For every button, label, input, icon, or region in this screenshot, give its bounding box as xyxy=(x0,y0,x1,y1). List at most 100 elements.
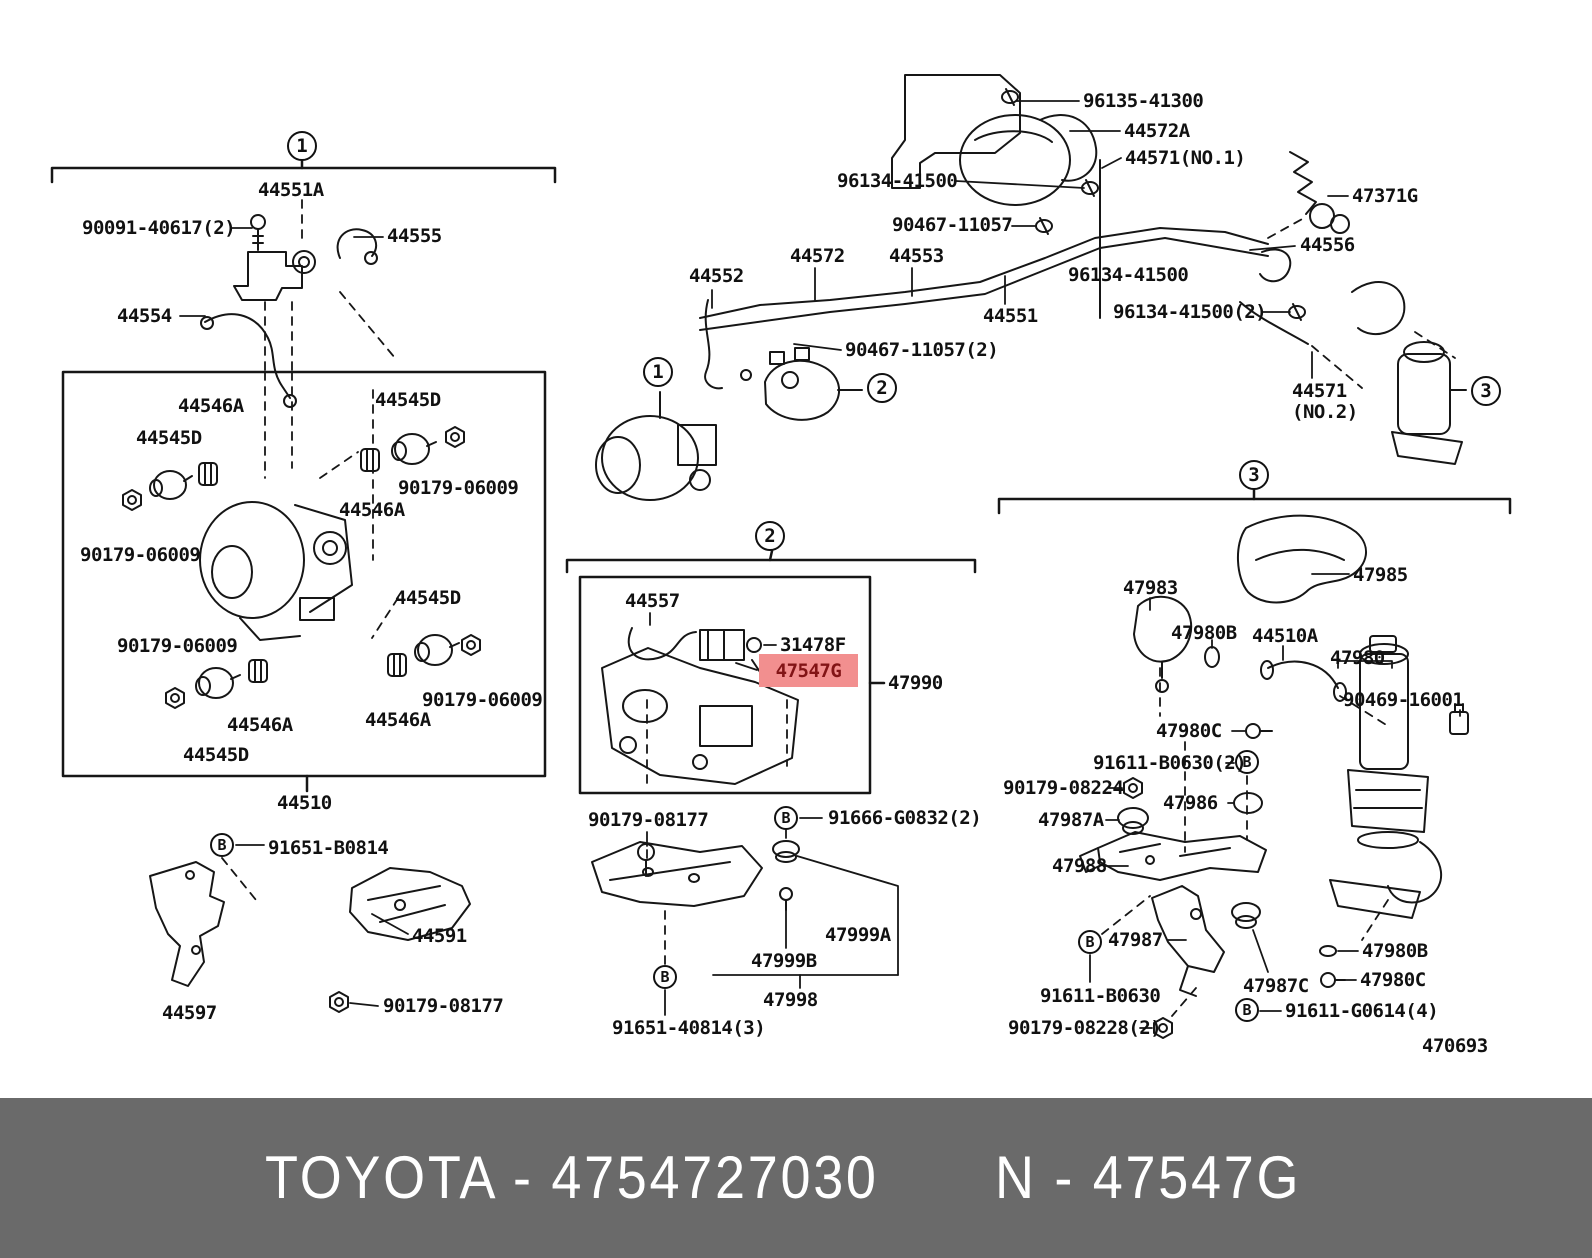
diagram-id: 470693 xyxy=(1422,1035,1488,1057)
master-cylinder-sketch xyxy=(891,74,1306,321)
part-label-90469-16001: 90469-16001 xyxy=(1343,689,1464,711)
part-label-91611-b0630: 91611-B0630 xyxy=(1040,985,1161,1007)
part-label-90179-06009-3: 90179-06009 xyxy=(117,635,238,657)
brake-lines-sketch xyxy=(699,114,1406,345)
part-label-31478f: 31478F xyxy=(780,634,846,656)
part-label-44545d-3: 44545D xyxy=(395,587,461,609)
part-label-90179-08177-1: 90179-08177 xyxy=(383,995,504,1017)
part-label-47371g: 47371G xyxy=(1352,185,1418,207)
actuator-47990-sketch xyxy=(601,627,799,785)
part-label-44546a-4: 44546A xyxy=(365,709,431,731)
part-label-91611-b0630-2: 91611-B0630(2) xyxy=(1093,752,1247,774)
part-label-47987c: 47987C xyxy=(1243,975,1309,997)
part-label-90179-06009-1: 90179-06009 xyxy=(398,477,519,499)
bracket-44597-sketch xyxy=(149,861,225,987)
part-label-47985: 47985 xyxy=(1353,564,1408,586)
ribbed-cylinder-icons xyxy=(198,448,407,683)
abs-pump-sketch xyxy=(199,501,353,641)
bracket-44591-sketch xyxy=(349,867,471,941)
b-marker-icon: B xyxy=(774,806,798,830)
part-label-91651-b0814: 91651-B0814 xyxy=(268,837,389,859)
proportioning-valve-47371g-sketch xyxy=(1289,151,1350,234)
part-label-44545d-4: 44545D xyxy=(183,744,249,766)
callout-2-valve-icon: 2 xyxy=(867,373,897,403)
part-label-47988: 47988 xyxy=(1052,855,1107,877)
part-label-44545d-1: 44545D xyxy=(136,427,202,449)
part-label-91666-g0832: 91666-G0832(2) xyxy=(828,807,982,829)
part-label-44571-no1: 44571(NO.1) xyxy=(1125,147,1246,169)
part-label-44553: 44553 xyxy=(889,245,944,267)
pump-3-sketch xyxy=(1391,341,1467,465)
highlighted-part-label-47547g: 47547G xyxy=(759,654,858,687)
part-label-47980c-2: 47980C xyxy=(1360,969,1426,991)
valve-2-sketch xyxy=(764,347,863,421)
part-label-44551: 44551 xyxy=(983,305,1038,327)
footer-banner: TOYOTA - 4754727030 N - 47547G xyxy=(0,1098,1592,1258)
part-label-44545d-2: 44545D xyxy=(375,389,441,411)
part-label-44510a: 44510A xyxy=(1252,625,1318,647)
part-label-44555: 44555 xyxy=(387,225,442,247)
part-label-91611-g0614: 91611-G0614(4) xyxy=(1285,1000,1439,1022)
part-label-47999a: 47999A xyxy=(825,924,891,946)
b-marker-icon: B xyxy=(1078,930,1102,954)
banner-part-number: TOYOTA - 4754727030 xyxy=(265,1144,879,1211)
part-label-44554: 44554 xyxy=(117,305,172,327)
callout-3-bracket-icon: 3 xyxy=(1239,460,1269,490)
b-marker-icon: B xyxy=(653,965,677,989)
part-label-47998: 47998 xyxy=(763,989,818,1011)
part-label-44552: 44552 xyxy=(689,265,744,287)
part-label-44510: 44510 xyxy=(277,792,332,814)
b-marker-icon: B xyxy=(210,833,234,857)
pump-1-sketch xyxy=(595,299,752,501)
dashed-lines xyxy=(221,199,1456,1017)
mount-plate-47998-sketch xyxy=(591,840,800,911)
part-label-47980c-1: 47980C xyxy=(1156,720,1222,742)
part-label-44572: 44572 xyxy=(790,245,845,267)
b-marker-icon: B xyxy=(1235,998,1259,1022)
part-label-44551a: 44551A xyxy=(258,179,324,201)
part-label-47980: 47980 xyxy=(1330,647,1385,669)
callout-2-bracket-icon: 2 xyxy=(755,521,785,551)
part-label-44546a-3: 44546A xyxy=(227,714,293,736)
group-brackets xyxy=(50,159,1512,795)
part-label-90179-08177-2: 90179-08177 xyxy=(588,809,709,831)
b-marker-icon: B xyxy=(1235,750,1259,774)
part-label-96135-41300: 96135-41300 xyxy=(1083,90,1204,112)
hose-44510a-sketch xyxy=(1260,660,1347,702)
callout-3-pump-icon: 3 xyxy=(1471,376,1501,406)
bracket-47988-sketch xyxy=(1079,831,1267,881)
part-label-90179-06009-4: 90179-06009 xyxy=(422,689,543,711)
part-label-47980b-1: 47980B xyxy=(1171,622,1237,644)
pump-47980-sketch xyxy=(1117,635,1469,919)
damper-icons xyxy=(149,433,460,699)
part-label-47987: 47987 xyxy=(1108,929,1163,951)
part-label-47983: 47983 xyxy=(1123,577,1178,599)
part-label-44556: 44556 xyxy=(1300,234,1355,256)
diagram-art xyxy=(50,74,1512,1039)
valve-47983-sketch xyxy=(1133,595,1220,693)
callout-1-bracket-icon: 1 xyxy=(287,131,317,161)
nut-icons xyxy=(122,426,1173,1039)
part-label-47987a: 47987A xyxy=(1038,809,1104,831)
part-label-90091-40617: 90091-40617(2) xyxy=(82,217,236,239)
cover-47985-sketch xyxy=(1236,514,1367,604)
part-label-90467-11057: 90467-11057 xyxy=(892,214,1013,236)
part-label-90179-06009-2: 90179-06009 xyxy=(80,544,201,566)
callout-1-pump-icon: 1 xyxy=(643,357,673,387)
part-label-44546a-1: 44546A xyxy=(178,395,244,417)
part-label-44571-no2: 44571 (NO.2) xyxy=(1292,380,1358,423)
part-label-47999b: 47999B xyxy=(751,950,817,972)
part-label-96134-41500-2: 96134-41500 xyxy=(1068,264,1189,286)
part-label-91651-40814: 91651-40814(3) xyxy=(612,1017,766,1039)
valve-assembly-1-sketch xyxy=(200,214,378,408)
part-label-96134-41500-3: 96134-41500(2) xyxy=(1113,301,1267,323)
part-label-47986: 47986 xyxy=(1163,792,1218,814)
part-label-90467-11057-2: 90467-11057(2) xyxy=(845,339,999,361)
part-label-44557: 44557 xyxy=(625,590,680,612)
part-label-47980b-2: 47980B xyxy=(1362,940,1428,962)
part-label-44591: 44591 xyxy=(412,925,467,947)
part-label-44572a: 44572A xyxy=(1124,120,1190,142)
bracket-47987-sketch xyxy=(1151,885,1346,997)
banner-part-code: N - 47547G xyxy=(995,1144,1302,1211)
